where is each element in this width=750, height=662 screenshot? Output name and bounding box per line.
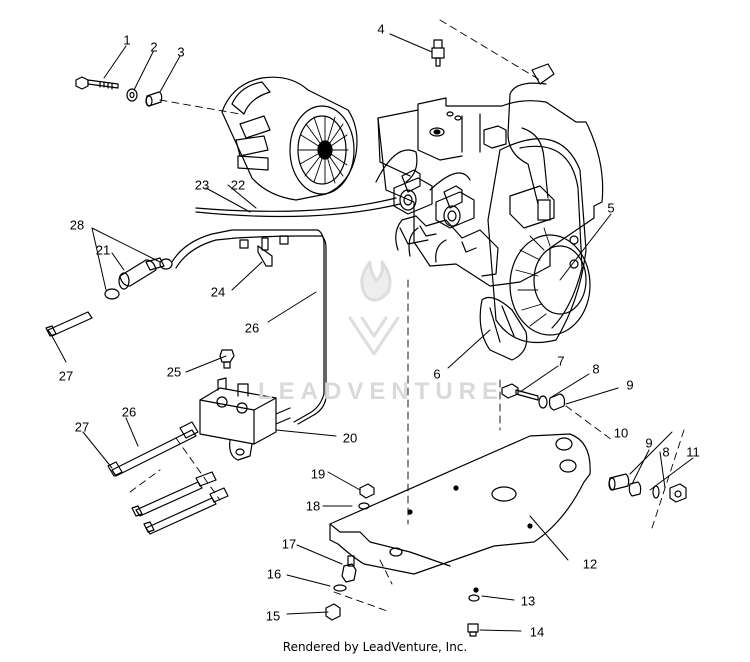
- bolt-washer-spacer: [75, 76, 163, 107]
- callout-9: 9: [626, 377, 634, 393]
- callout-5: 5: [607, 200, 615, 216]
- loose-hose-upper: [45, 311, 93, 337]
- callout-8: 8: [592, 361, 600, 377]
- callout-26: 26: [244, 320, 260, 336]
- throttle-cables: [195, 149, 471, 218]
- callout-14: 14: [529, 624, 545, 640]
- callout-23: 23: [194, 177, 210, 193]
- callout-1: 1: [123, 32, 131, 48]
- callout-28: 28: [69, 217, 85, 233]
- callout-6: 6: [433, 366, 441, 382]
- callout-24: 24: [210, 284, 226, 300]
- callout-27b: 27: [74, 419, 90, 435]
- mount-bolt-upper: [501, 383, 566, 411]
- callout-25: 25: [166, 364, 182, 380]
- callout-12: 12: [582, 556, 598, 572]
- credit-line: Rendered by LeadVenture, Inc.: [282, 640, 468, 654]
- watermark-text: LEADVENTURE: [258, 378, 505, 405]
- callout-8b: 8: [662, 444, 670, 460]
- callout-22: 22: [230, 177, 246, 193]
- engine-mount-plate: [329, 433, 591, 593]
- spark-plug: [431, 39, 445, 67]
- callout-15: 15: [265, 608, 281, 624]
- callout-19: 19: [310, 466, 326, 482]
- fuel-filter: [118, 257, 165, 290]
- callout-7: 7: [557, 353, 565, 369]
- callout-11: 11: [686, 444, 700, 460]
- callout-4: 4: [377, 21, 385, 37]
- fuel-pump: [199, 349, 291, 461]
- callout-2: 2: [150, 39, 158, 55]
- watermark-logo: [348, 260, 400, 356]
- callout-13: 13: [520, 593, 536, 609]
- drive-clutch: [221, 76, 358, 201]
- fuel-hoses-lower: [107, 421, 229, 535]
- callout-9b: 9: [645, 435, 653, 451]
- callout-18: 18: [305, 498, 321, 514]
- engine-block: [377, 97, 604, 287]
- spark-plug-wire: [507, 63, 555, 205]
- callout-16: 16: [266, 566, 282, 582]
- callout-3: 3: [177, 44, 185, 60]
- carburetors: [393, 169, 477, 253]
- hose-clamps: [104, 258, 173, 300]
- callout-10: 10: [613, 425, 629, 441]
- mount-hardware-left: [325, 483, 375, 621]
- callout-21: 21: [95, 242, 111, 258]
- mount-hardware-right: [608, 473, 687, 503]
- recoil-fan-housing: [479, 138, 591, 361]
- callout-20: 20: [342, 430, 358, 446]
- mount-bolt-lower: [467, 594, 480, 637]
- fuel-lines: [171, 229, 327, 425]
- alignment-lines: [129, 19, 685, 613]
- callout-17: 17: [281, 536, 297, 552]
- callout-26b: 26: [121, 404, 137, 420]
- callout-27: 27: [58, 368, 74, 384]
- leader-lines: [51, 33, 694, 632]
